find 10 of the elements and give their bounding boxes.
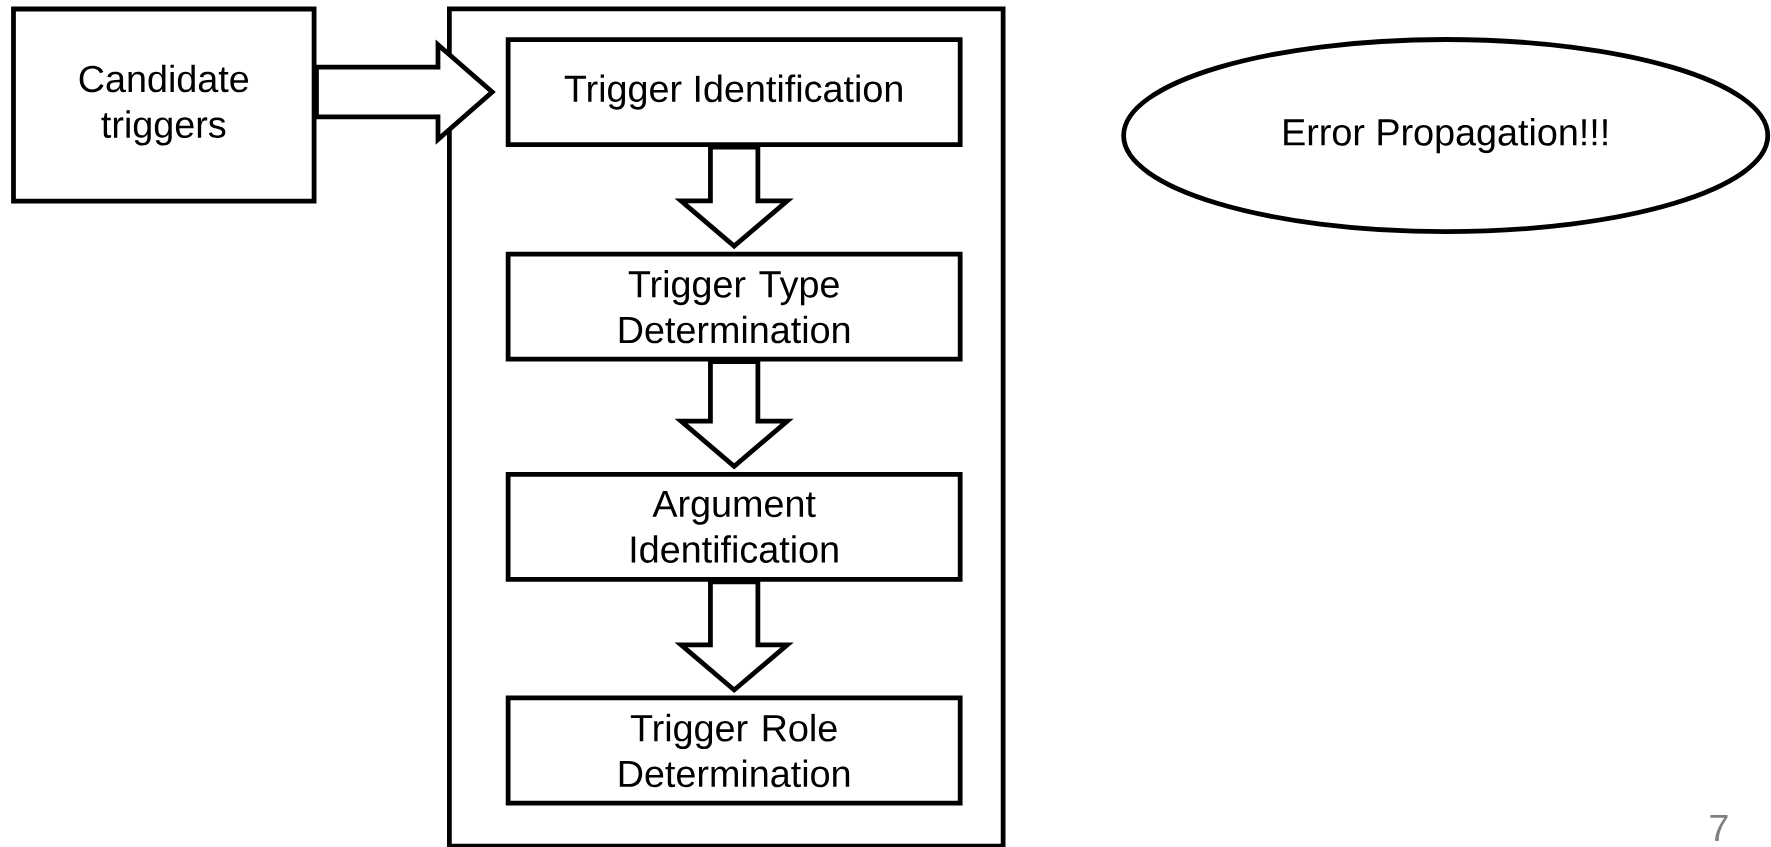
block-arrow [674,579,794,694]
block-arrow [314,39,496,145]
process-box: Trigger Type Determination [505,251,963,362]
process-box: Trigger Identification [505,37,963,147]
page-number: 7 [1710,814,1728,841]
block-arrow [674,359,794,470]
process-box: Trigger Role Determination [505,695,963,806]
process-box: Argument Identification [505,471,963,582]
input-box: Candidate triggers [11,6,317,204]
block-arrow [674,144,794,250]
